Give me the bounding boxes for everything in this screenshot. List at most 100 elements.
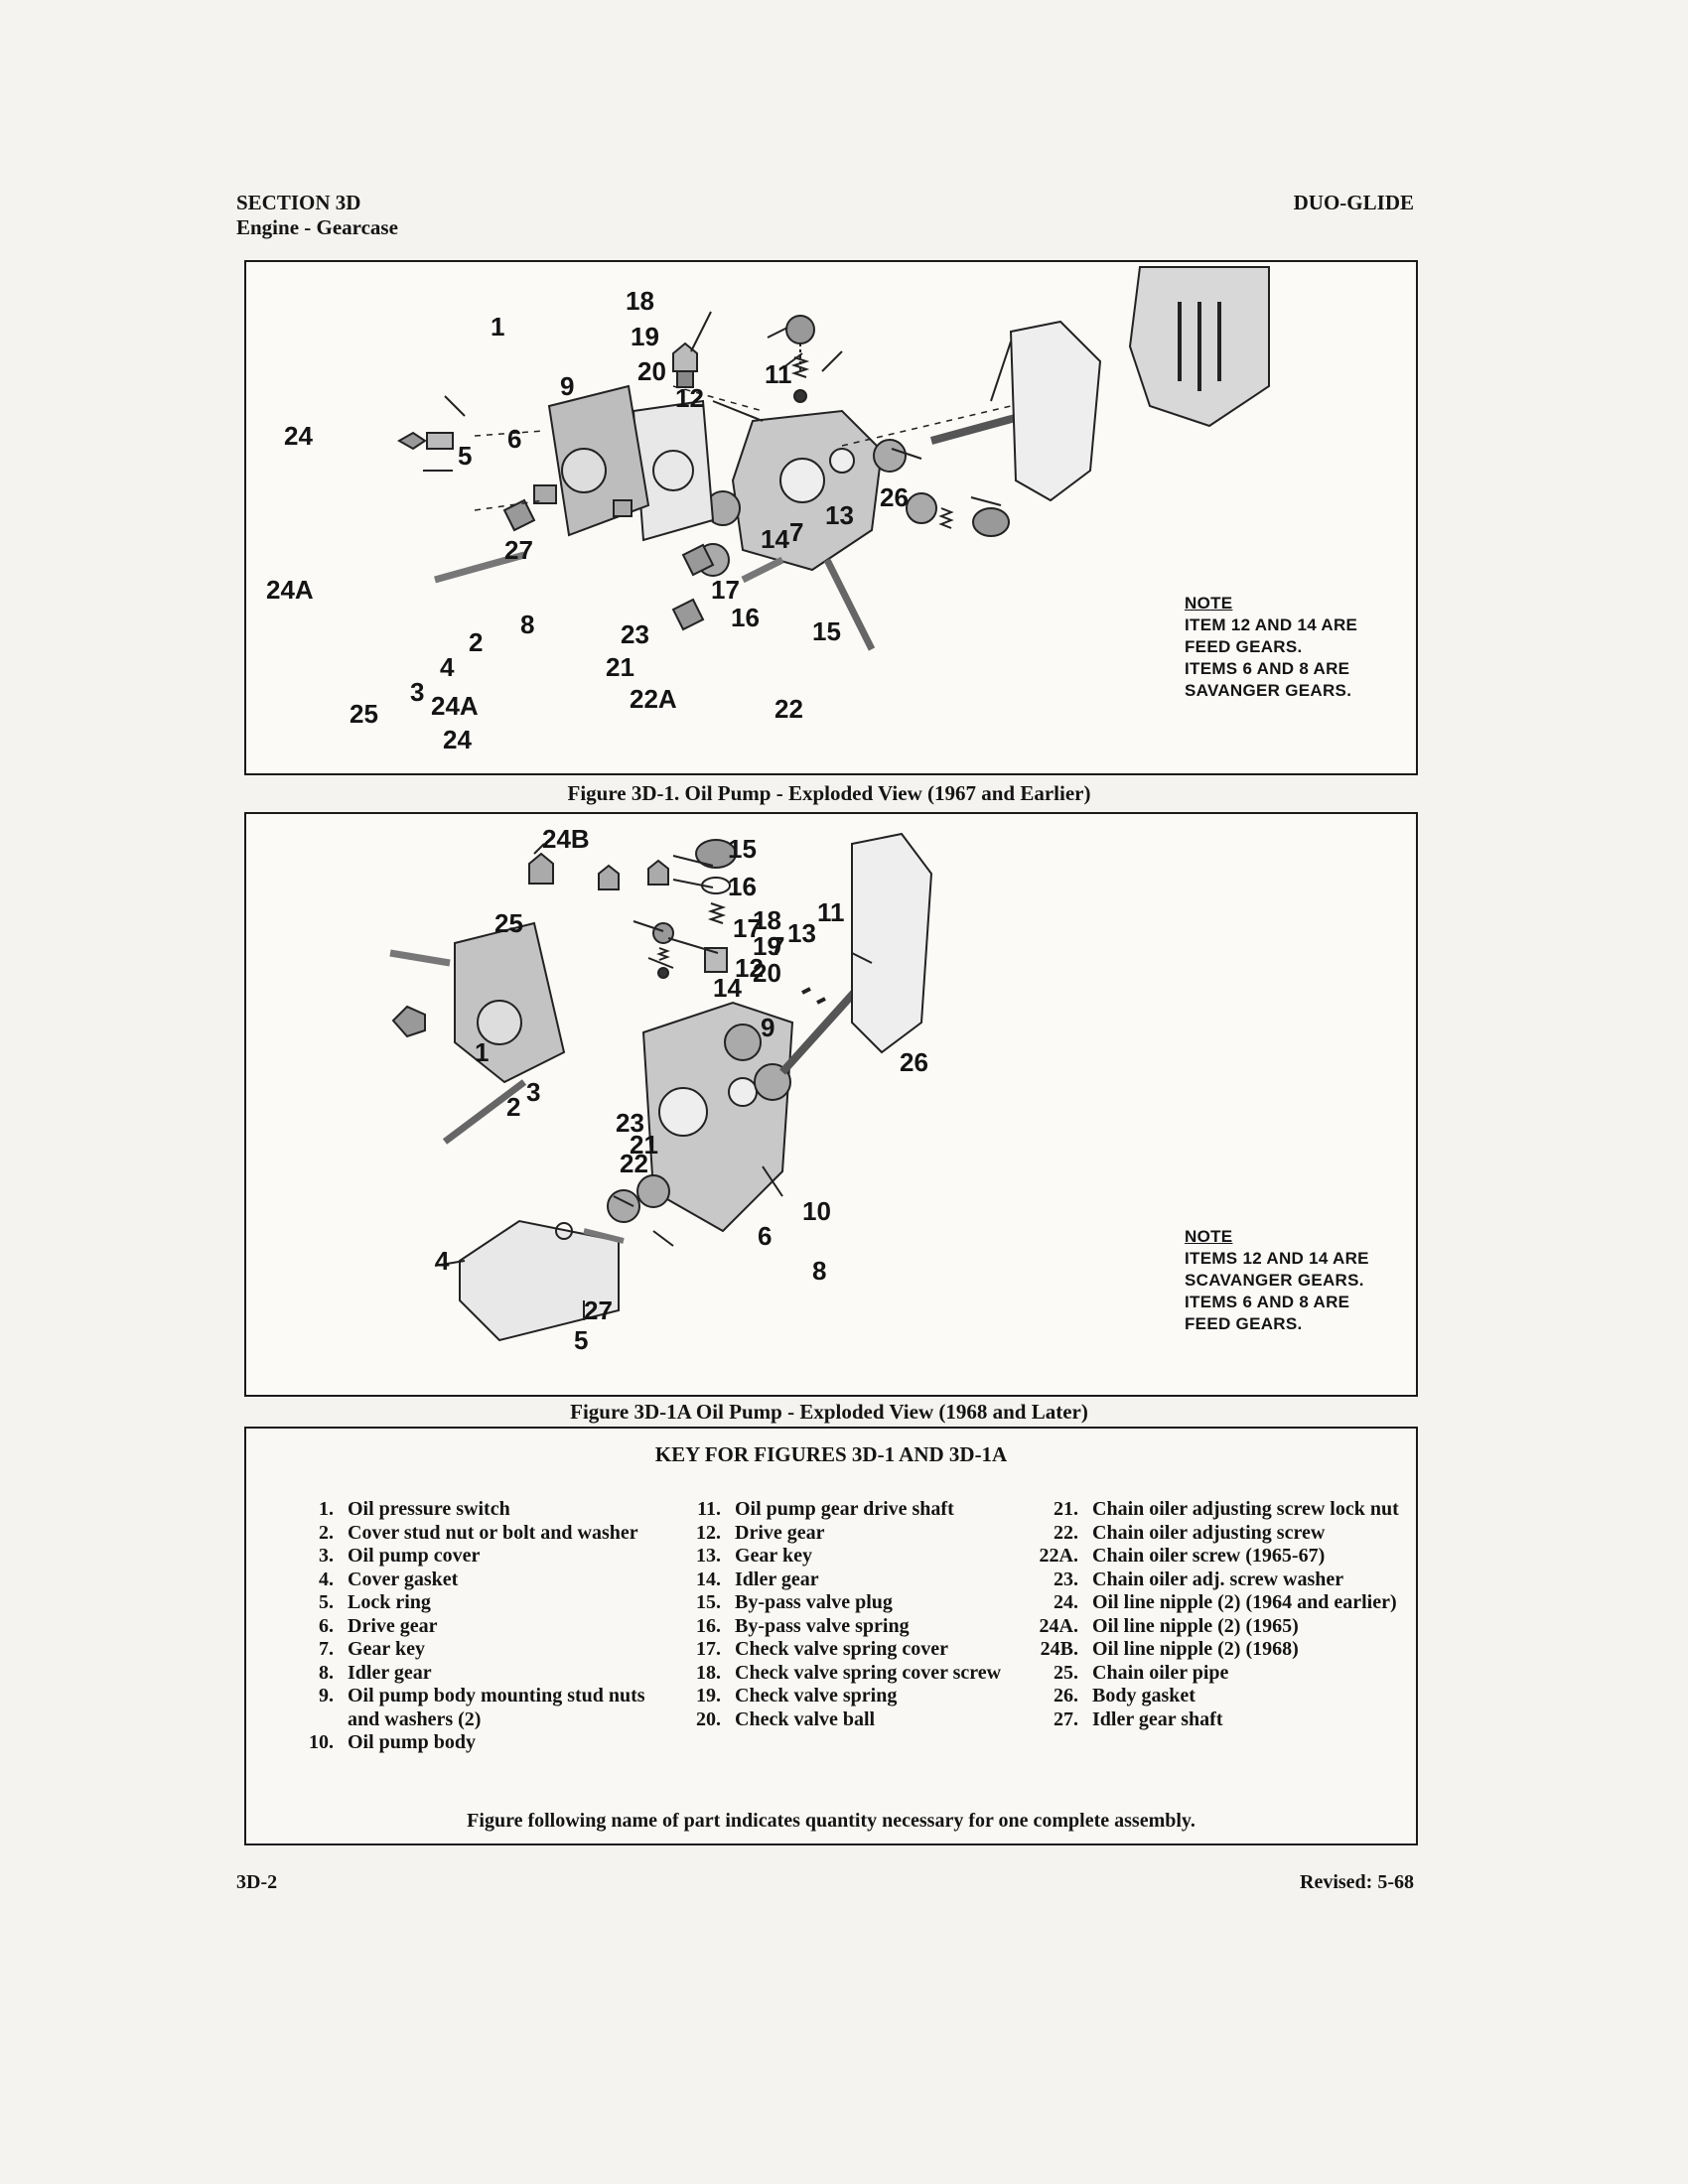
- key-item-name: Oil line nipple (2) (1964 and earlier): [1092, 1591, 1397, 1613]
- callout-20: 20: [637, 356, 666, 386]
- key-item-name: Drive gear: [348, 1614, 438, 1637]
- key-item-name: Lock ring: [348, 1591, 431, 1613]
- key-item-number: 20.: [696, 1707, 721, 1730]
- callout-4: 4: [435, 1246, 450, 1276]
- key-item-name: By-pass valve spring: [735, 1614, 910, 1637]
- key-item-name: Oil pump cover: [348, 1545, 481, 1567]
- note-line: SAVANGER GEARS.: [1185, 681, 1352, 700]
- note-line: FEED GEARS.: [1185, 637, 1303, 656]
- key-item-number: 22A.: [1039, 1545, 1078, 1567]
- figure2-caption: Figure 3D-1A Oil Pump - Exploded View (1…: [570, 1400, 1088, 1424]
- key-item: 13. Gear key: [673, 1545, 1051, 1569]
- key-item: 4.Cover gasket: [286, 1569, 663, 1592]
- key-item: 10.Oil pump body: [286, 1731, 663, 1755]
- key-item-name: Cover stud nut or bolt and washer: [348, 1521, 638, 1544]
- callout-25: 25: [350, 699, 378, 729]
- callout-3: 3: [410, 677, 425, 707]
- callout-24B: 24B: [542, 824, 590, 854]
- key-item-name: By-pass valve plug: [735, 1591, 893, 1613]
- section-subtitle: Engine - Gearcase: [236, 215, 398, 239]
- key-item-name: Oil line nipple (2) (1965): [1092, 1614, 1299, 1637]
- key-item-name: Oil pump body mounting stud nuts and was…: [348, 1685, 645, 1730]
- section-title: SECTION 3D: [236, 191, 361, 214]
- callout-12: 12: [735, 953, 764, 983]
- callout-11: 11: [817, 897, 845, 927]
- key-item-number: 24.: [1054, 1591, 1078, 1613]
- figure1-caption: Figure 3D-1. Oil Pump - Exploded View (1…: [567, 781, 1091, 805]
- callout-19: 19: [631, 322, 659, 351]
- note-line: ITEMS 6 AND 8 ARE: [1185, 1293, 1350, 1311]
- key-item-number: 19.: [696, 1685, 721, 1706]
- callout-8: 8: [812, 1256, 827, 1286]
- callout-25: 25: [494, 908, 523, 938]
- note-line: SCAVANGER GEARS.: [1185, 1271, 1364, 1290]
- key-item-number: 8.: [319, 1661, 334, 1684]
- revision-date: Revised: 5-68: [1300, 1871, 1414, 1893]
- key-item-number: 3.: [319, 1545, 334, 1567]
- key-item-name: Gear key: [735, 1545, 812, 1567]
- callout-18: 18: [753, 905, 781, 935]
- key-item-name: Drive gear: [735, 1521, 825, 1544]
- callout-17: 17: [733, 913, 762, 943]
- note-title: NOTE: [1185, 1227, 1233, 1246]
- figure1-note: NOTE ITEM 12 AND 14 ARE FEED GEARS. ITEM…: [1185, 593, 1357, 702]
- callout-27: 27: [504, 535, 533, 565]
- callout-6: 6: [507, 424, 522, 454]
- key-item-name: Body gasket: [1092, 1685, 1196, 1706]
- key-item: 11. Oil pump gear drive shaft: [673, 1498, 1051, 1522]
- key-item-number: 26.: [1054, 1685, 1078, 1706]
- key-item: 26. Body gasket: [1031, 1685, 1408, 1708]
- callout-8: 8: [520, 610, 535, 639]
- key-item: 16.By-pass valve spring: [673, 1615, 1051, 1639]
- callout-21: 21: [630, 1130, 658, 1160]
- key-item-name: Idler gear: [348, 1661, 432, 1684]
- key-item-number: 7.: [319, 1638, 334, 1660]
- key-item-number: 10.: [309, 1731, 334, 1753]
- key-item-name: Oil pump gear drive shaft: [735, 1498, 954, 1520]
- key-item-name: Gear key: [348, 1638, 425, 1660]
- callout-14: 14: [713, 973, 742, 1003]
- section-header: SECTION 3D Engine - Gearcase: [236, 191, 398, 240]
- key-item-number: 12.: [696, 1521, 721, 1544]
- page-number: 3D-2: [236, 1871, 278, 1893]
- key-item: 27.Idler gear shaft: [1031, 1708, 1408, 1732]
- callout-17: 17: [711, 575, 740, 605]
- callout-13: 13: [825, 500, 854, 530]
- callout-13: 13: [787, 918, 816, 948]
- key-item: 2.Cover stud nut or bolt and washer: [286, 1522, 663, 1546]
- key-item: 22A.Chain oiler screw (1965-67): [1031, 1545, 1408, 1569]
- note-title: NOTE: [1185, 594, 1233, 613]
- key-item-number: 11.: [697, 1498, 721, 1520]
- key-item-number: 6.: [319, 1614, 334, 1637]
- key-item: 14.Idler gear: [673, 1569, 1051, 1592]
- exploded-view-1967-illustration: [396, 266, 1270, 651]
- callout-12: 12: [675, 383, 704, 413]
- key-item: 24B.Oil line nipple (2) (1968): [1031, 1638, 1408, 1662]
- key-item-name: Chain oiler adjusting screw lock nut: [1092, 1498, 1399, 1520]
- callout-22: 22: [620, 1149, 648, 1178]
- key-item: 8. Idler gear: [286, 1662, 663, 1686]
- callout-11: 11: [765, 359, 792, 389]
- key-item-number: 24B.: [1040, 1638, 1078, 1660]
- callout-5: 5: [574, 1325, 589, 1355]
- key-item-number: 1.: [319, 1498, 334, 1520]
- key-item: 23.Chain oiler adj. screw washer: [1031, 1569, 1408, 1592]
- key-item: 18.Check valve spring cover screw: [673, 1662, 1051, 1686]
- key-item: 6. Drive gear: [286, 1615, 663, 1639]
- key-item-number: 13.: [696, 1545, 721, 1567]
- callout-16: 16: [731, 603, 760, 632]
- key-item: 17.Check valve spring cover: [673, 1638, 1051, 1662]
- callout-9: 9: [560, 371, 575, 401]
- key-item-name: Check valve spring cover screw: [735, 1661, 1002, 1684]
- callout-22A: 22A: [630, 684, 677, 714]
- key-item-number: 9.: [319, 1685, 334, 1706]
- exploded-view-1968-illustration: [389, 832, 933, 1342]
- key-item-name: Chain oiler pipe: [1092, 1661, 1229, 1684]
- key-item-name: Oil pressure switch: [348, 1498, 510, 1520]
- callout-19: 19: [753, 931, 781, 961]
- note-line: FEED GEARS.: [1185, 1314, 1303, 1333]
- key-item-name: Check valve ball: [735, 1707, 876, 1730]
- callout-23: 23: [621, 619, 649, 649]
